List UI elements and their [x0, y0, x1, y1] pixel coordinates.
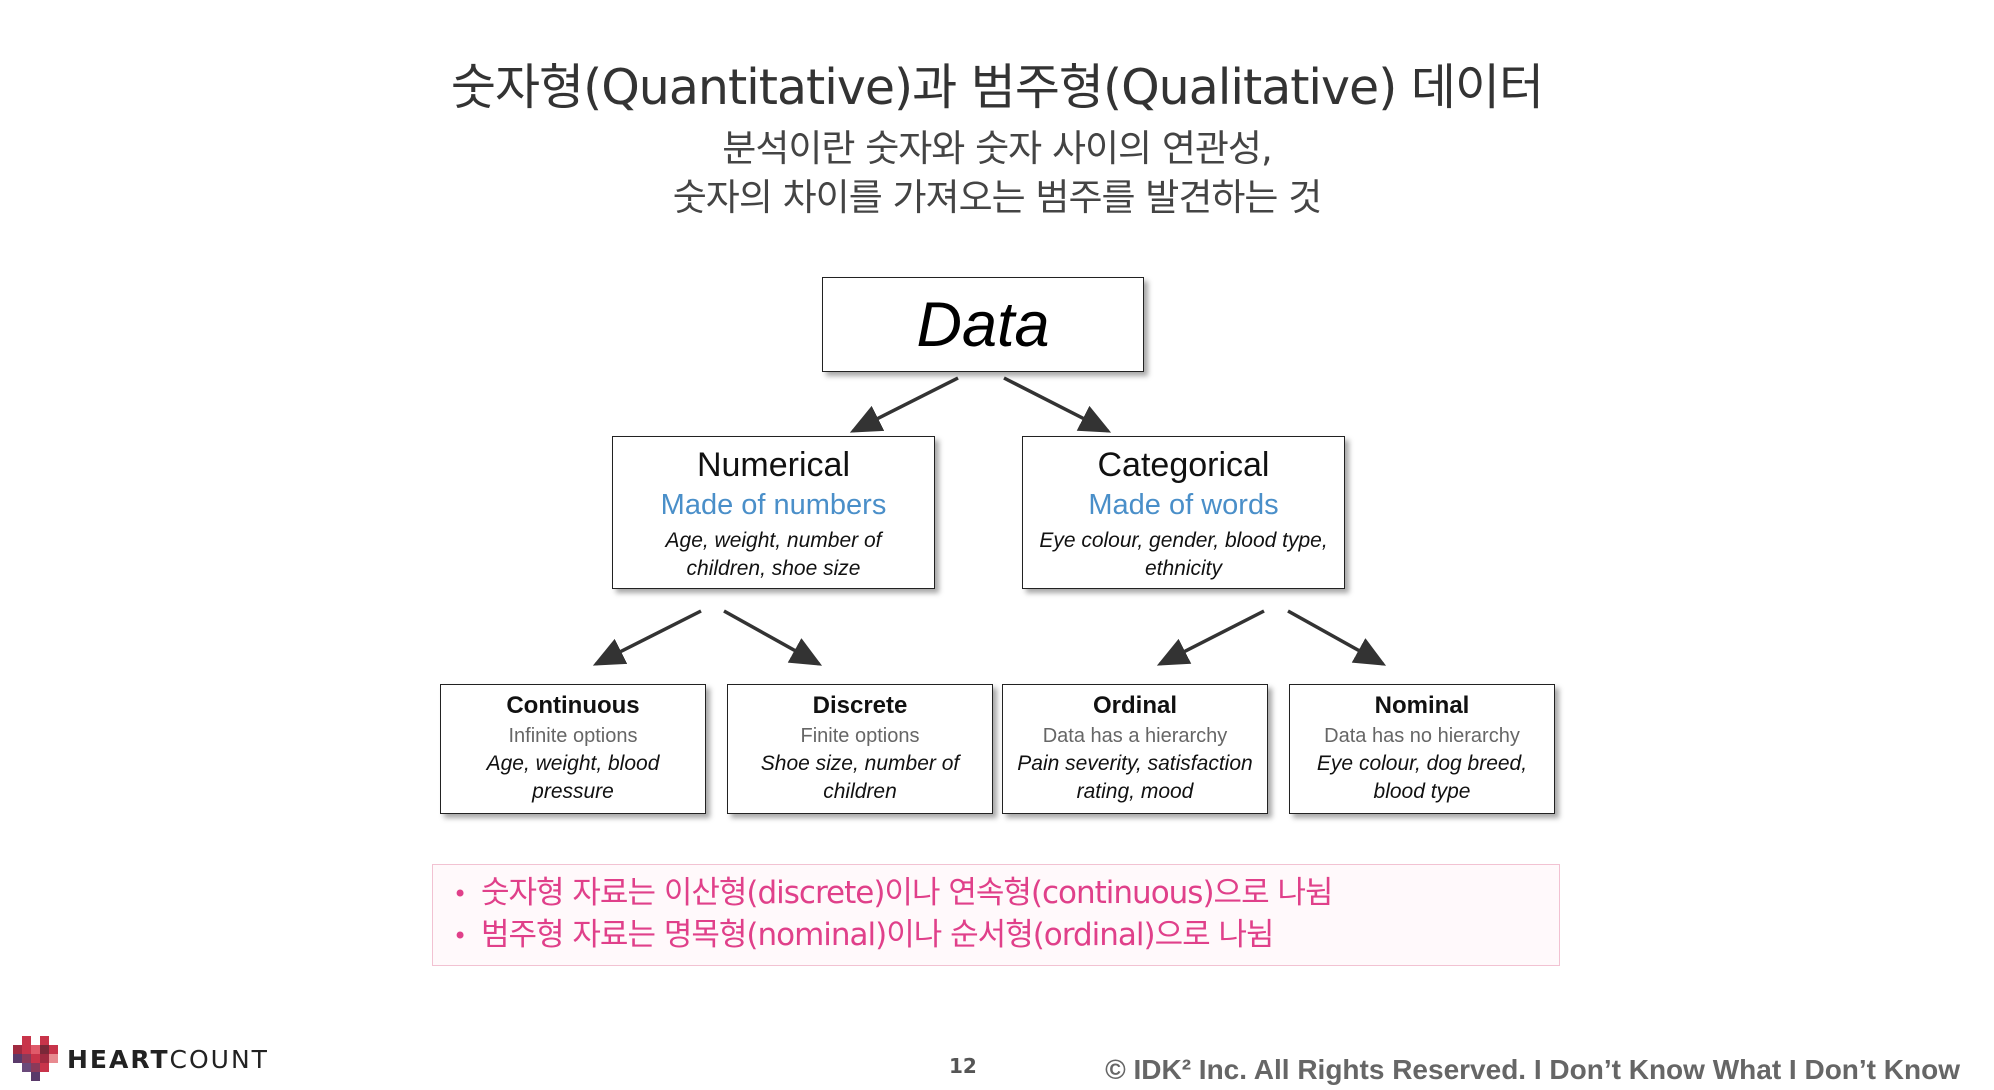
- continuous-example-line-1: Age, weight, blood: [486, 752, 660, 775]
- nominal-example-line-2: blood type: [1373, 780, 1471, 803]
- arrow-categorical-to-ordinal: [1156, 609, 1265, 666]
- numerical-subtitle: Made of numbers: [660, 489, 887, 521]
- note-item-1: • 숫자형 자료는 이산형(discrete)이나 연속형(continuous)…: [453, 873, 1559, 915]
- continuous-name: Continuous: [506, 692, 640, 719]
- subtitle-line-1: 분석이란 숫자와 숫자 사이의 연관성,: [722, 127, 1272, 170]
- notes-box: • 숫자형 자료는 이산형(discrete)이나 연속형(continuous)…: [432, 864, 1560, 966]
- subtitle-line-2: 숫자의 차이를 가져오는 범주를 발견하는 것: [672, 176, 1323, 219]
- discrete-subtitle: Finite options: [800, 725, 920, 747]
- discrete-example-line-2: children: [823, 780, 897, 803]
- arrow-numerical-to-continuous: [592, 609, 702, 666]
- note-text-2: 범주형 자료는 명목형(nominal)이나 순서형(ordinal)으로 나뉨: [481, 917, 1275, 953]
- note-text-1: 숫자형 자료는 이산형(discrete)이나 연속형(continuous)으…: [481, 875, 1333, 911]
- nominal-box: Nominal Data has no hierarchy Eye colour…: [1289, 684, 1555, 814]
- numerical-box: Numerical Made of numbers Age, weight, n…: [612, 436, 935, 589]
- categorical-example-line-1: Eye colour, gender, blood type,: [1039, 529, 1328, 552]
- nominal-subtitle: Data has no hierarchy: [1324, 725, 1520, 747]
- arrow-data-to-categorical: [1003, 376, 1112, 433]
- copyright-text: © IDK² Inc. All Rights Reserved. I Don’t…: [1105, 1054, 1960, 1085]
- categorical-box: Categorical Made of words Eye colour, ge…: [1022, 436, 1345, 589]
- data-root-box: Data: [822, 277, 1144, 372]
- continuous-subtitle: Infinite options: [508, 725, 638, 747]
- page-number: 12: [949, 1054, 977, 1078]
- nominal-name: Nominal: [1374, 692, 1470, 719]
- slide-title: 숫자형(Quantitative)과 범주형(Qualitative) 데이터: [450, 59, 1544, 116]
- ordinal-example-line-2: rating, mood: [1076, 780, 1194, 803]
- nominal-examples: Eye colour, dog breed, blood type: [1290, 750, 1554, 806]
- brand-name: HEARTCOUNT: [67, 1045, 269, 1074]
- categorical-subtitle: Made of words: [1088, 489, 1279, 521]
- categorical-name: Categorical: [1097, 446, 1270, 484]
- categorical-examples: Eye colour, gender, blood type, ethnicit…: [1023, 527, 1344, 583]
- slide-subtitle: 분석이란 숫자와 숫자 사이의 연관성, 숫자의 차이를 가져오는 범주를 발견…: [0, 124, 1994, 222]
- heart-pixel-icon: [13, 1036, 58, 1081]
- arrow-data-to-numerical: [849, 376, 959, 433]
- ordinal-subtitle: Data has a hierarchy: [1042, 725, 1228, 747]
- numerical-example-line-1: Age, weight, number of: [665, 529, 882, 552]
- arrow-numerical-to-discrete: [723, 609, 823, 666]
- ordinal-example-line-1: Pain severity, satisfaction: [1017, 752, 1253, 775]
- continuous-example-line-2: pressure: [532, 780, 614, 803]
- numerical-examples: Age, weight, number of children, shoe si…: [613, 527, 934, 583]
- bullet-icon: •: [453, 922, 467, 950]
- ordinal-box: Ordinal Data has a hierarchy Pain severi…: [1002, 684, 1268, 814]
- bullet-icon: •: [453, 880, 467, 908]
- continuous-box: Continuous Infinite options Age, weight,…: [440, 684, 706, 814]
- discrete-example-line-1: Shoe size, number of: [760, 752, 960, 775]
- note-item-2: • 범주형 자료는 명목형(nominal)이나 순서형(ordinal)으로 나…: [453, 915, 1559, 957]
- discrete-name: Discrete: [812, 692, 908, 719]
- discrete-examples: Shoe size, number of children: [728, 750, 992, 806]
- ordinal-examples: Pain severity, satisfaction rating, mood: [1003, 750, 1267, 806]
- data-root-label: Data: [916, 290, 1050, 360]
- continuous-examples: Age, weight, blood pressure: [441, 750, 705, 806]
- discrete-box: Discrete Finite options Shoe size, numbe…: [727, 684, 993, 814]
- categorical-example-line-2: ethnicity: [1144, 557, 1223, 580]
- arrow-categorical-to-nominal: [1287, 609, 1387, 666]
- numerical-example-line-2: children, shoe size: [686, 557, 861, 580]
- ordinal-name: Ordinal: [1092, 692, 1177, 719]
- nominal-example-line-1: Eye colour, dog breed,: [1316, 752, 1528, 775]
- numerical-name: Numerical: [696, 446, 851, 484]
